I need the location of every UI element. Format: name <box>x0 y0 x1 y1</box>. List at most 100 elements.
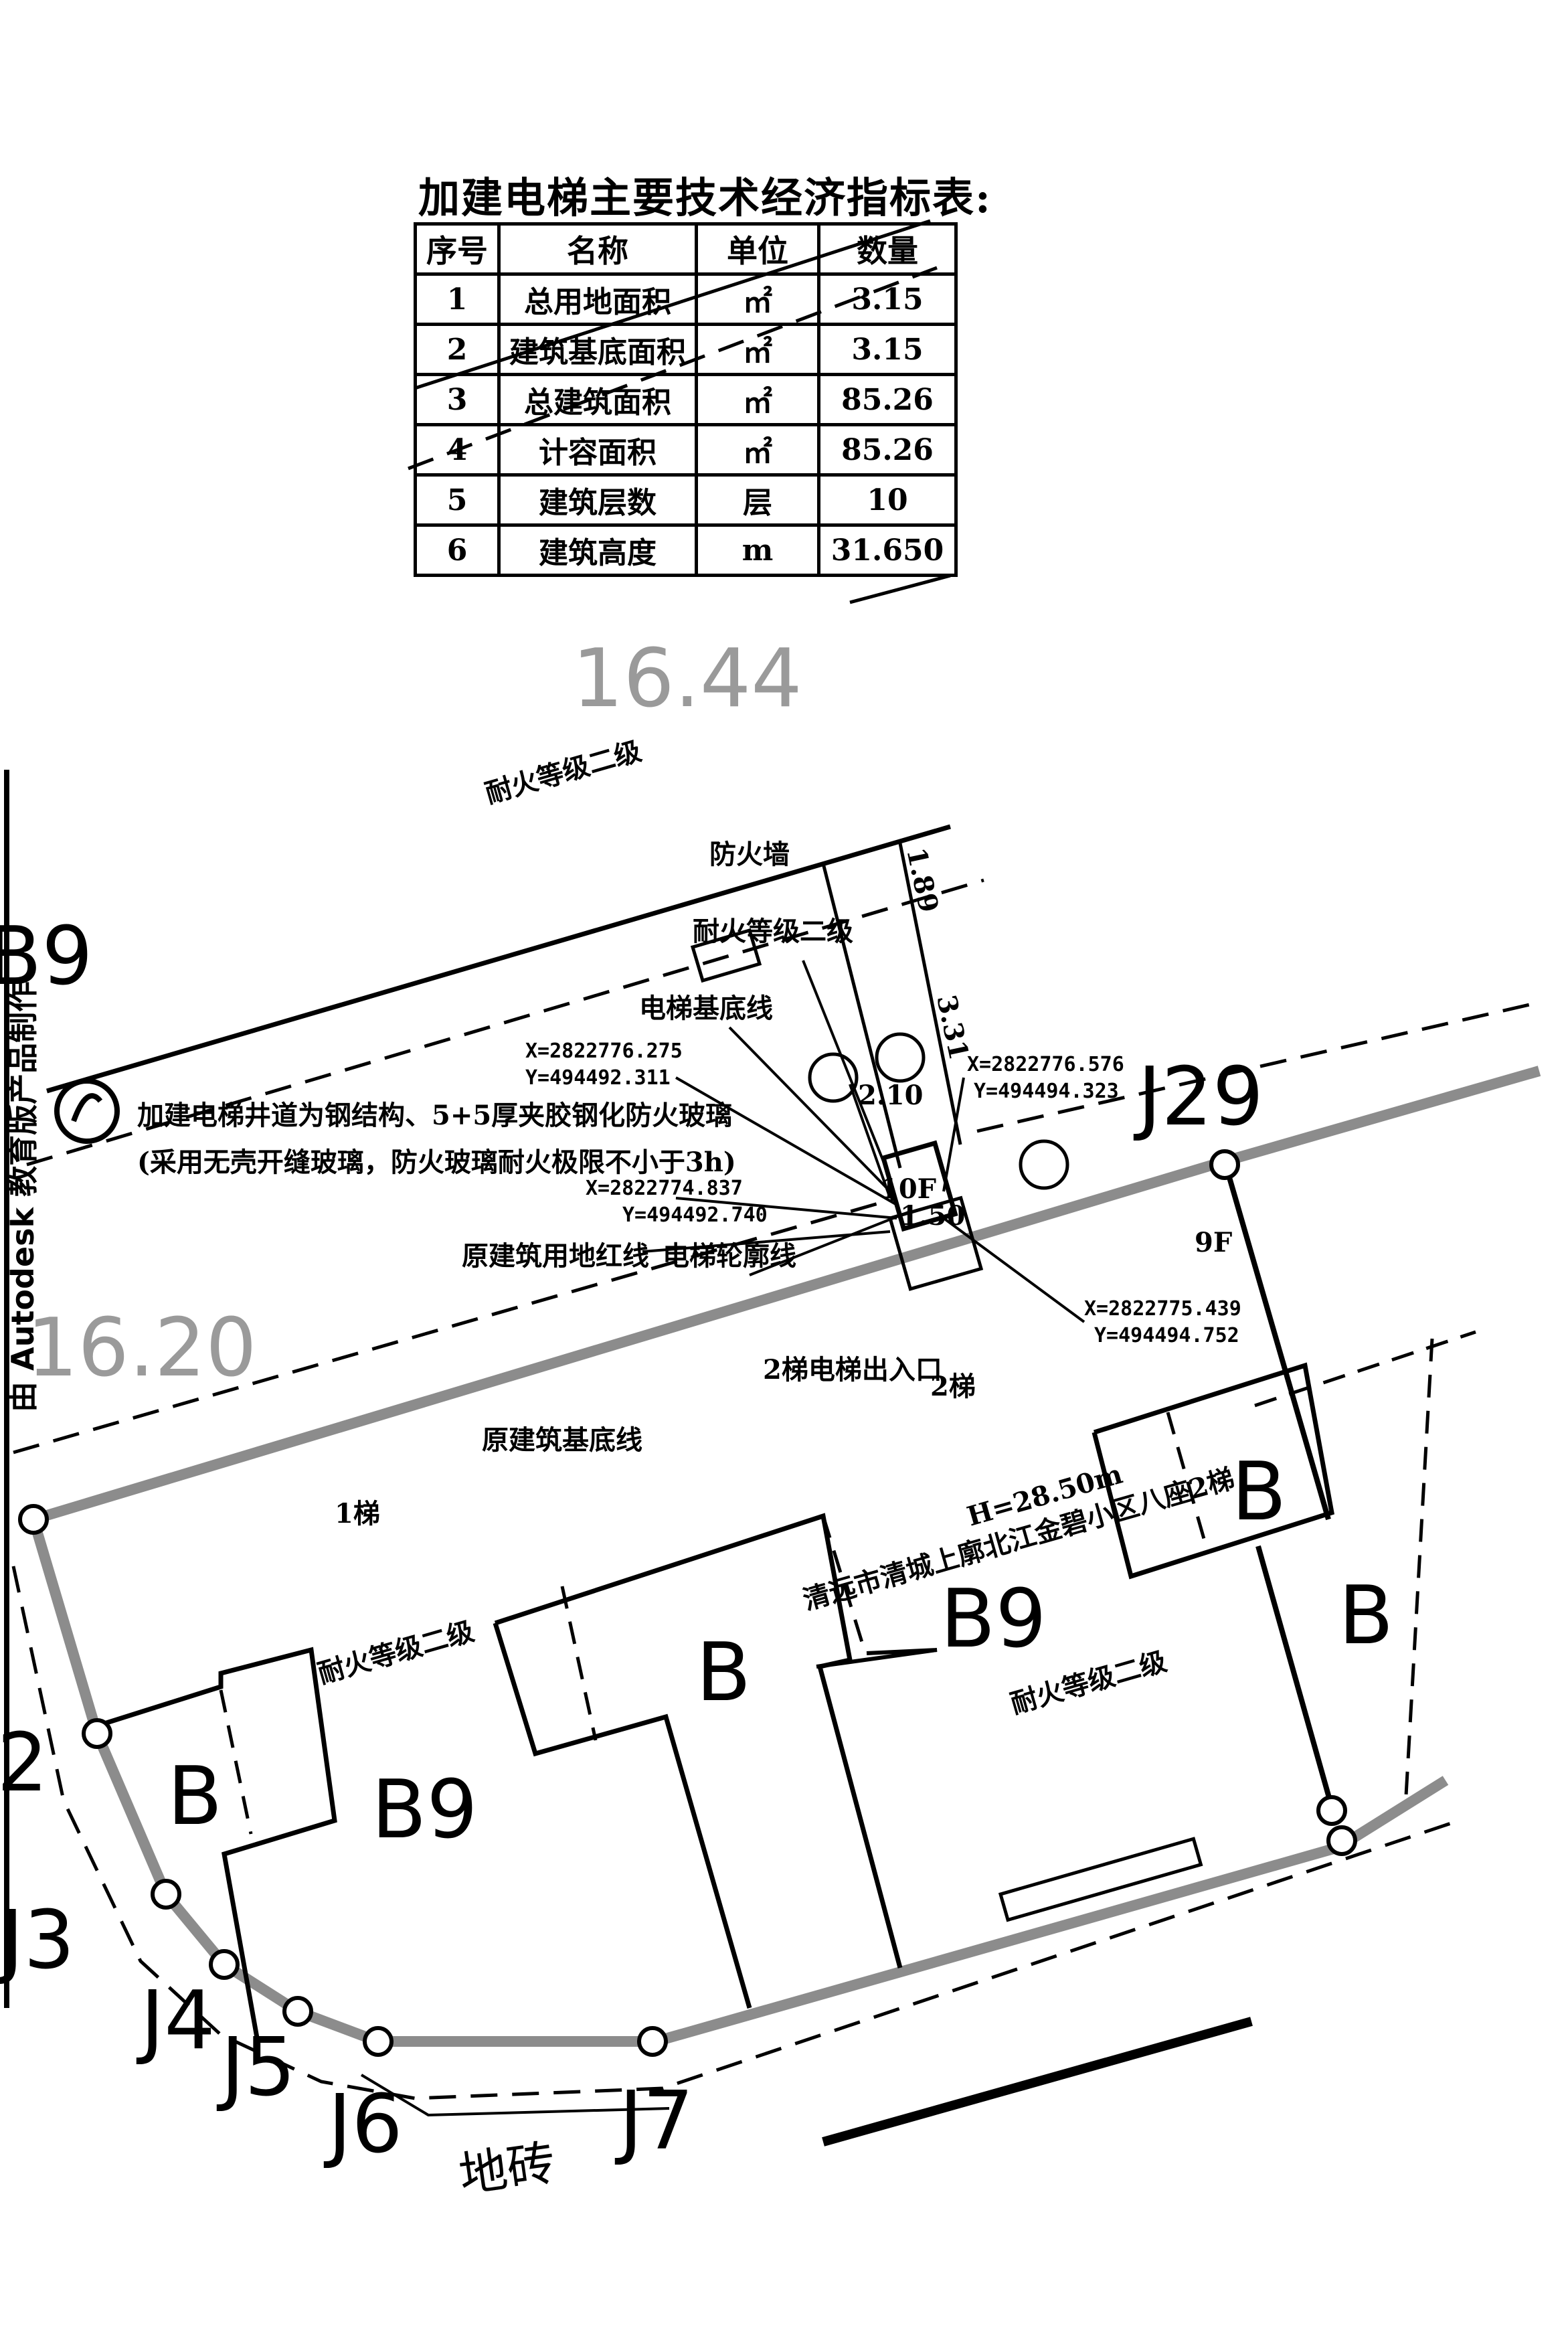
header-no: 序号 <box>414 222 501 276</box>
land-boundary-top <box>31 1066 1541 1525</box>
cell-name: 总建筑面积 <box>497 373 698 426</box>
table-row: 5 建筑层数 层 10 <box>414 473 958 527</box>
label-entrance: 2梯电梯出入口 <box>763 1354 942 1386</box>
cell-unit: ㎡ <box>695 323 820 376</box>
dashed-boundary-lower <box>11 1566 1460 2100</box>
label-orig-land-line: 原建筑用地红线 <box>462 1240 649 1272</box>
elevation-left: 16.20 <box>27 1302 257 1395</box>
label-paving: 地砖 <box>456 2134 559 2203</box>
point-label-j4: J4 <box>136 1975 215 2068</box>
cell-no: 5 <box>414 473 501 527</box>
dashed-interior-2 <box>560 1586 598 1741</box>
table-title: 加建电梯主要技术经济指标表: <box>418 173 992 222</box>
dashed-interior-5 <box>1254 1330 1476 1408</box>
label-stair-2: 2梯 <box>930 1371 976 1402</box>
block-label-b9-left: B9 <box>371 1764 478 1857</box>
survey-points <box>18 1149 1357 2057</box>
leader-lines <box>642 960 1085 1323</box>
dim-width: 2.10 <box>858 1080 923 1111</box>
building-outline-mid-inner <box>493 1622 752 2009</box>
cell-no: 1 <box>414 272 501 326</box>
cell-qty: 10 <box>817 473 958 527</box>
dashed-interior-4 <box>1166 1412 1210 1554</box>
label-floors-9: 9F <box>1195 1227 1232 1258</box>
building-outline-mid <box>494 1513 903 1968</box>
dashed-interior-3 <box>821 1515 865 1647</box>
coord-2-y: Y=494494.323 <box>974 1080 1119 1103</box>
section-marker-2 <box>875 1032 926 1083</box>
table-row: 2 建筑基底面积 ㎡ 3.15 <box>414 323 958 376</box>
coord-1-x: X=2822776.275 <box>525 1039 683 1063</box>
coord-1-y: Y=494492.311 <box>525 1066 671 1090</box>
table-strike-1 <box>414 219 931 390</box>
dashed-interior-6 <box>1403 1338 1434 1808</box>
boundary-j29-right <box>1222 1160 1331 1521</box>
watermark-text: 由 Autodesk 教育版产品制作 <box>5 981 41 1412</box>
label-orig-base-line: 原建筑基底线 <box>482 1424 642 1456</box>
label-fire-rating-box: 耐火等级二级 <box>693 916 853 947</box>
cell-no: 3 <box>414 373 501 426</box>
coord-3-y: Y=494492.740 <box>622 1203 768 1227</box>
cell-qty: 85.26 <box>817 423 958 477</box>
block-label-b-right: B <box>1338 1570 1393 1663</box>
north-symbol-icon <box>54 1078 120 1144</box>
cell-unit: ㎡ <box>695 423 820 477</box>
point-label-j29: J29 <box>1133 1051 1264 1144</box>
label-fire-rating-top: 耐火等级二级 <box>482 735 645 809</box>
block-label-b9-mid: B9 <box>940 1573 1047 1666</box>
point-label-j2: J2 <box>0 1717 48 1810</box>
road-edge <box>822 2017 1253 2147</box>
cell-name: 建筑基底面积 <box>497 323 698 376</box>
elevator-pit <box>887 1195 984 1291</box>
cell-name: 建筑层数 <box>497 473 698 527</box>
cell-no: 6 <box>414 523 501 577</box>
elevation-top: 16.44 <box>572 633 802 726</box>
dashed-line-upper <box>26 878 984 1167</box>
table-row: 6 建筑高度 m 31.650 <box>414 523 958 577</box>
cell-unit: m <box>695 523 820 577</box>
table-row: 3 总建筑面积 ㎡ 85.26 <box>414 373 958 426</box>
fire-rating-box <box>690 928 762 983</box>
building-outline-left <box>92 1647 337 2042</box>
point-label-j7: J7 <box>614 2075 694 2168</box>
cell-qty: 31.650 <box>817 523 958 577</box>
header-unit: 单位 <box>695 222 820 276</box>
dashed-line-mid <box>13 1196 897 1454</box>
dashed-interior-1 <box>219 1689 253 1835</box>
table-header-row: 序号 名称 单位 数量 <box>414 222 958 276</box>
table-strike-3 <box>849 574 951 604</box>
coord-3-x: X=2822774.837 <box>586 1177 743 1200</box>
cell-unit: 层 <box>695 473 820 527</box>
label-stair-1: 1梯 <box>335 1498 380 1529</box>
section-marker-3 <box>1019 1139 1069 1190</box>
label-firewall: 防火墙 <box>709 839 790 870</box>
coord-4-y: Y=494494.752 <box>1094 1324 1239 1347</box>
cell-qty: 85.26 <box>817 373 958 426</box>
label-elevator-outline: 电梯轮廓线 <box>663 1240 796 1272</box>
label-addition-note-2: (采用无壳开缝玻璃，防火玻璃耐火极限不小于3h) <box>137 1147 736 1178</box>
block-label-b9-edge: B9 <box>0 910 93 1003</box>
paving-curve <box>360 2074 670 2117</box>
planter-box <box>998 1837 1203 1922</box>
firewall-line-2 <box>898 843 962 1145</box>
dim-depth: 1.50 <box>900 1200 965 1232</box>
point-label-j3: J3 <box>0 1894 75 1987</box>
label-floors-10: 10F <box>880 1173 936 1205</box>
label-elevator-base: 电梯基底线 <box>639 993 773 1024</box>
cell-qty: 3.15 <box>817 323 958 376</box>
label-fire-rating-left: 耐火等级二级 <box>315 1615 478 1689</box>
cell-name: 建筑高度 <box>497 523 698 577</box>
coord-2-x: X=2822776.576 <box>967 1053 1124 1076</box>
label-addition-note-1: 加建电梯井道为钢结构、5+5厚夹胶钢化防火玻璃 <box>137 1100 732 1131</box>
cell-unit: ㎡ <box>695 373 820 426</box>
boundary-right-lower <box>1255 1545 1334 1809</box>
block-label-b-mid: B <box>696 1626 751 1720</box>
cell-unit: ㎡ <box>695 272 820 326</box>
building-top-edge <box>46 824 951 1094</box>
coord-4-x: X=2822775.439 <box>1084 1297 1241 1321</box>
block-label-b-left: B <box>167 1750 222 1843</box>
header-name: 名称 <box>497 222 698 276</box>
north-symbol-mark <box>71 1093 103 1122</box>
point-label-j5: J5 <box>216 2021 296 2114</box>
building-outline-right <box>1092 1362 1334 1580</box>
